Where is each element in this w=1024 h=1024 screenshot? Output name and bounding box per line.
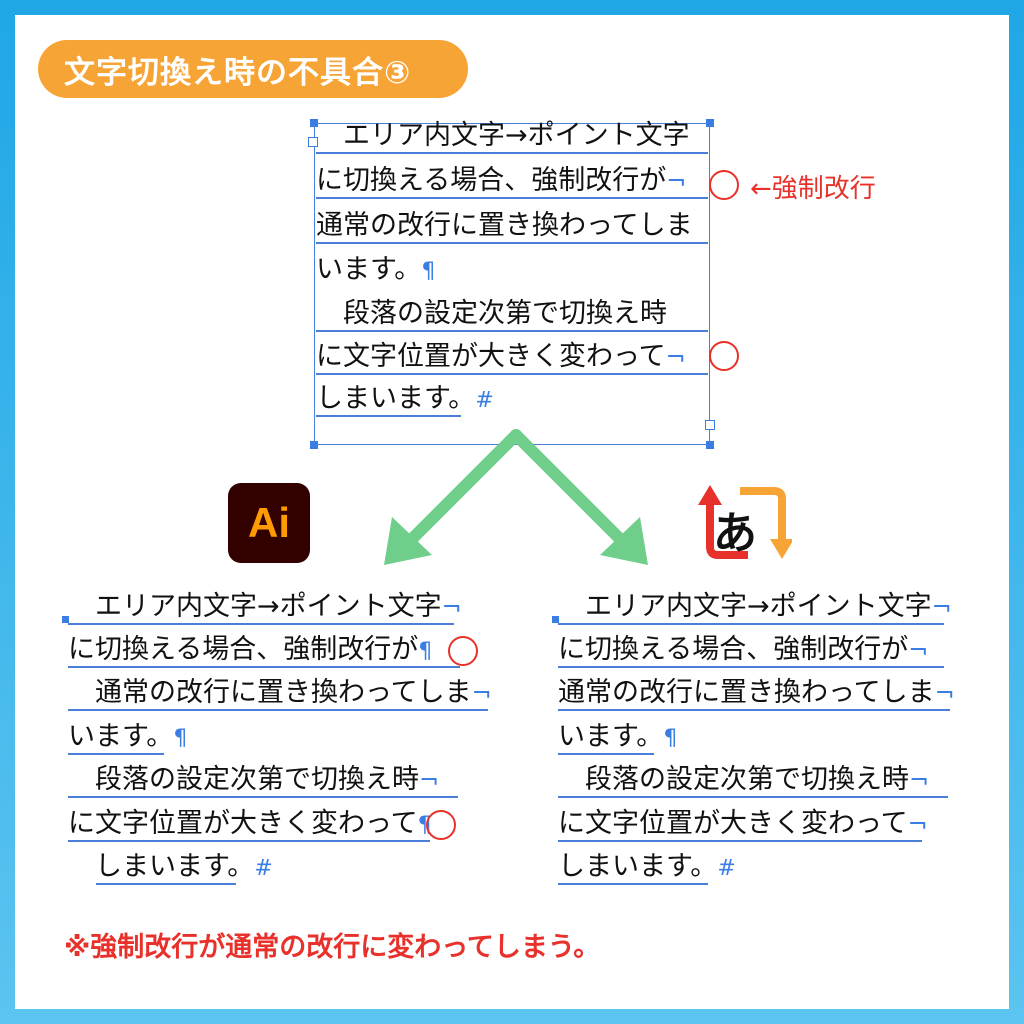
- highlight-circle: [709, 170, 739, 200]
- forced-linebreak-mark: ¬: [908, 636, 929, 664]
- forced-linebreak-mark: ¬: [665, 343, 686, 371]
- line-text: エリア内文字→ポイント文字: [558, 591, 932, 622]
- hiragana-convert-logo: あ: [696, 483, 792, 567]
- text-line: います。¶: [316, 254, 708, 286]
- line-text: しまいます。: [68, 851, 255, 882]
- line-text: に切換える場合、強制改行が: [558, 634, 909, 665]
- line-text: エリア内文字→ポイント文字: [316, 120, 690, 151]
- line-text: います。: [316, 254, 422, 285]
- line-text: エリア内文字→ポイント文字: [68, 591, 442, 622]
- forced-linebreak-mark: ¬: [909, 766, 930, 794]
- forced-linebreak-mark: ¬: [471, 679, 492, 707]
- paragraph-mark: ¶: [421, 259, 436, 284]
- arrow-left: [408, 429, 522, 543]
- line-text: 段落の設定次第で切換え時: [316, 298, 667, 329]
- forced-linebreak-mark: ¬: [934, 679, 955, 707]
- text-line: エリア内文字→ポイント文字¬: [558, 591, 952, 625]
- text-line: 段落の設定次第で切換え時¬: [68, 764, 458, 798]
- text-line: しまいます。#: [558, 851, 736, 885]
- end-mark: #: [717, 856, 736, 881]
- arrow-right-head: [600, 517, 648, 565]
- forced-linebreak-mark: ¬: [441, 593, 462, 621]
- line-text: しまいます。: [558, 851, 718, 882]
- forced-linebreak-annotation: ←強制改行: [750, 174, 876, 204]
- frame-handle: [310, 441, 318, 449]
- text-line: に切換える場合、強制改行が¬: [316, 165, 708, 199]
- paragraph-mark: ¶: [173, 726, 188, 751]
- text-line: に切換える場合、強制改行が¬: [558, 634, 944, 668]
- line-text: 通常の改行に置き換わってしま: [316, 210, 693, 241]
- frame-handle: [310, 119, 318, 127]
- line-text: しまいます。: [316, 383, 476, 414]
- line-text: 段落の設定次第で切換え時: [558, 764, 909, 795]
- anchor-point: [62, 616, 69, 623]
- line-text: に文字位置が大きく変わって: [558, 808, 908, 839]
- line-text: 通常の改行に置き換わってしま: [68, 677, 472, 708]
- frame-handle: [706, 441, 714, 449]
- paragraph-mark: ¶: [418, 639, 433, 664]
- arrow-right: [510, 429, 624, 543]
- paragraph-mark: ¶: [663, 726, 678, 751]
- text-line: に切換える場合、強制改行が¶: [68, 634, 460, 668]
- text-line: エリア内文字→ポイント文字¬: [68, 591, 462, 625]
- line-text: 段落の設定次第で切換え時: [68, 764, 419, 795]
- hiragana-a-glyph: あ: [713, 508, 757, 559]
- text-line: 段落の設定次第で切換え時: [316, 298, 708, 332]
- frame-handle: [706, 119, 714, 127]
- illustrator-logo: Ai: [228, 483, 310, 563]
- line-text: 通常の改行に置き換わってしま: [558, 677, 935, 708]
- forced-linebreak-mark: ¬: [907, 810, 928, 838]
- baseline: [96, 883, 236, 885]
- forced-linebreak-mark: ¬: [931, 593, 952, 621]
- text-line: 通常の改行に置き換わってしま¬: [558, 677, 955, 711]
- text-line: エリア内文字→ポイント文字: [316, 120, 708, 154]
- highlight-circle: [426, 810, 456, 840]
- highlight-circle: [448, 636, 478, 666]
- frame-out-port: [705, 420, 715, 430]
- anchor-point: [552, 616, 559, 623]
- text-line: 通常の改行に置き換わってしま: [316, 210, 708, 244]
- text-line: に文字位置が大きく変わって¶: [68, 808, 432, 842]
- forced-linebreak-mark: ¬: [666, 167, 687, 195]
- convert-arrows-icon: [698, 485, 792, 559]
- frame-in-port: [308, 137, 318, 147]
- line-text: に切換える場合、強制改行が: [316, 165, 667, 196]
- text-line: に文字位置が大きく変わって¬: [316, 341, 708, 375]
- forced-linebreak-mark: ¬: [419, 766, 440, 794]
- line-text: に文字位置が大きく変わって: [316, 341, 666, 372]
- text-line: しまいます。#: [316, 383, 494, 417]
- line-text: に文字位置が大きく変わって: [68, 808, 418, 839]
- split-arrows: [384, 429, 648, 565]
- text-line: 段落の設定次第で切換え時¬: [558, 764, 948, 798]
- content-panel: [15, 15, 1009, 1009]
- text-line: に文字位置が大きく変わって¬: [558, 808, 928, 842]
- page-title: 文字切換え時の不具合③: [38, 40, 468, 98]
- text-line: しまいます。#: [68, 851, 273, 883]
- arrow-left-head: [384, 517, 432, 565]
- end-mark: #: [475, 388, 494, 413]
- line-text: います。: [68, 721, 174, 752]
- text-line: います。¶: [558, 721, 677, 755]
- end-mark: #: [254, 856, 273, 881]
- line-text: に切換える場合、強制改行が: [68, 634, 419, 665]
- highlight-circle: [709, 341, 739, 371]
- text-line: います。¶: [68, 721, 187, 755]
- line-text: います。: [558, 721, 664, 752]
- text-line: 通常の改行に置き換わってしま¬: [68, 677, 492, 711]
- footnote: ※強制改行が通常の改行に変わってしまう。: [64, 932, 601, 963]
